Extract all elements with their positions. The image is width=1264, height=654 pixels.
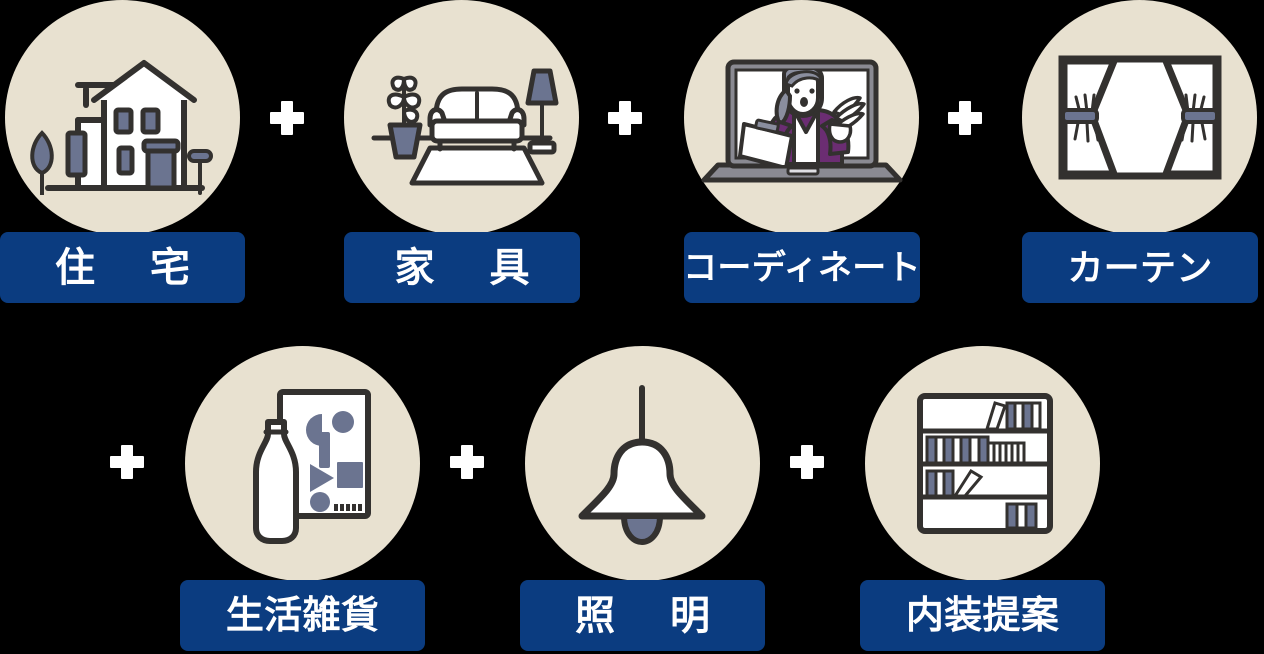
plus-icon xyxy=(790,445,824,479)
coordinator-icon xyxy=(700,40,904,195)
plus-icon xyxy=(948,101,982,135)
house-icon xyxy=(30,45,215,195)
plus-icon xyxy=(110,445,144,479)
item-furniture[interactable]: 家 具 xyxy=(344,0,580,310)
item-lighting[interactable]: 照 明 xyxy=(520,346,765,654)
badge-label-goods: 生活雑貨 xyxy=(225,594,380,637)
sofa-icon xyxy=(364,45,560,195)
badge-interior[interactable]: 内装提案 xyxy=(860,580,1105,651)
item-interior[interactable]: 内装提案 xyxy=(860,346,1105,654)
plus-icon xyxy=(608,101,642,135)
item-curtain[interactable]: カーテン xyxy=(1022,0,1258,310)
badge-label-interior: 内装提案 xyxy=(905,594,1060,637)
bottle-poster-icon xyxy=(230,386,380,546)
badge-label-furniture: 家 具 xyxy=(394,245,552,290)
badge-curtain[interactable]: カーテン xyxy=(1022,232,1258,303)
item-goods[interactable]: 生活雑貨 xyxy=(180,346,425,654)
badge-label-housing: 住 宅 xyxy=(54,245,213,290)
plus-icon xyxy=(450,445,484,479)
badge-label-coordinate: コーディネート xyxy=(683,248,921,287)
item-coordinate[interactable]: コーディネート xyxy=(683,0,921,310)
bookshelf-icon xyxy=(915,391,1055,536)
pendant-lamp-icon xyxy=(560,382,725,547)
badge-lighting[interactable]: 照 明 xyxy=(520,580,765,651)
plus-icon xyxy=(270,101,304,135)
badge-label-curtain: カーテン xyxy=(1067,246,1213,288)
badge-furniture[interactable]: 家 具 xyxy=(344,232,580,303)
badge-goods[interactable]: 生活雑貨 xyxy=(180,580,425,651)
badge-housing[interactable]: 住 宅 xyxy=(0,232,245,303)
item-housing[interactable]: 住 宅 xyxy=(0,0,245,310)
curtain-icon xyxy=(1058,55,1222,180)
badge-label-lighting: 照 明 xyxy=(574,593,733,638)
badge-coordinate[interactable]: コーディネート xyxy=(683,232,921,303)
